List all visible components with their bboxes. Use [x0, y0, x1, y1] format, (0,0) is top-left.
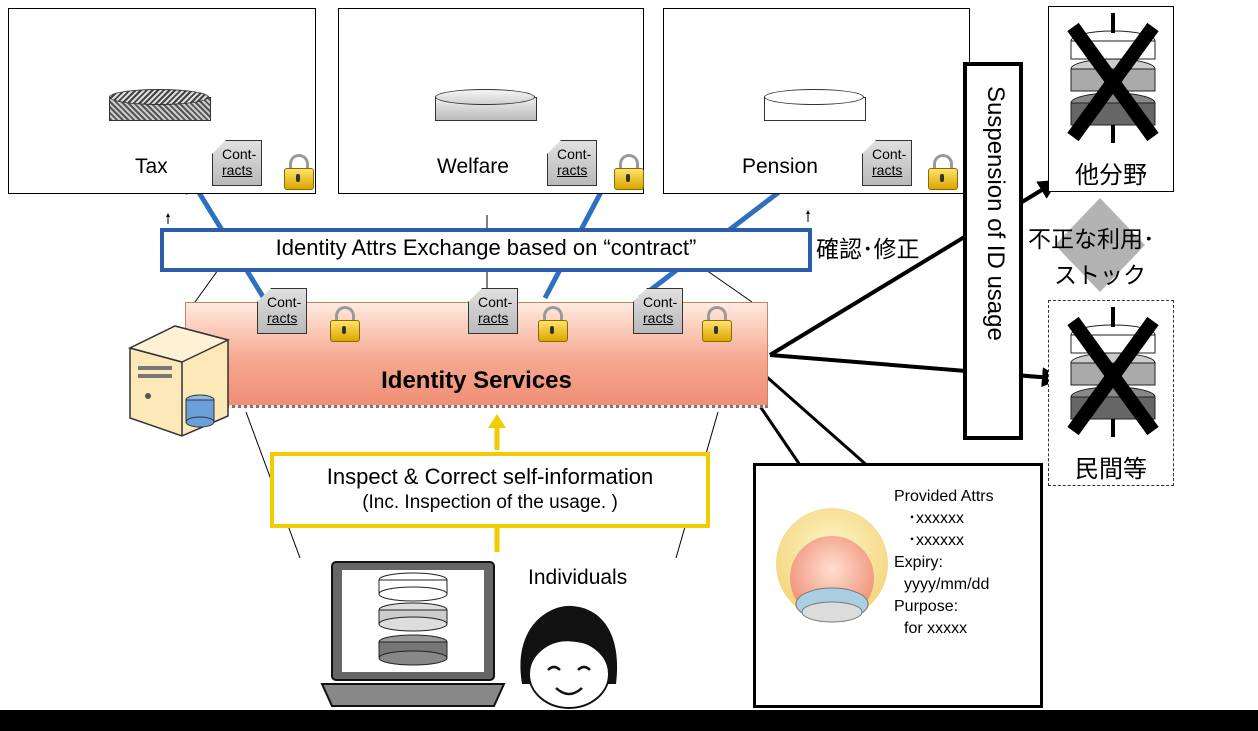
purpose-value: for xxxxx — [904, 620, 968, 637]
suspension-label: Suspension of ID usage — [982, 86, 1009, 341]
lock-icon — [284, 154, 314, 190]
inspect-line1: Inspect & Correct self-information — [326, 464, 654, 489]
cross-icon — [1067, 316, 1159, 436]
expiry-value: yyyy/mm/dd — [904, 576, 990, 593]
misuse-label-line2: ストック — [1054, 262, 1146, 288]
lock-icon — [330, 306, 360, 342]
footer-bar — [0, 710, 1258, 731]
contract-icon: Cont-racts — [468, 288, 526, 336]
laptop-icon — [320, 561, 506, 707]
callout-text: Provided Attrs ･xxxxxx ･xxxxxx Expiry: y… — [894, 486, 994, 640]
other-field-label: 他分野 — [1075, 162, 1147, 189]
agency-box-tax: Tax — [8, 8, 316, 194]
database-icon — [109, 89, 211, 125]
purpose-label: Purpose: — [894, 598, 959, 615]
expiry-label: Expiry: — [894, 554, 943, 571]
lock-icon — [702, 306, 732, 342]
lock-icon — [928, 154, 958, 190]
suspension-box: Suspension of ID usage — [963, 62, 1023, 440]
identity-services-label: Identity Services — [381, 367, 572, 394]
agency-box-pension: Pension — [663, 8, 970, 194]
other-field-box: 他分野 — [1048, 6, 1174, 192]
contract-icon: Cont-racts — [257, 288, 315, 336]
confirm-fix-label: 確認･修正 — [816, 236, 920, 262]
lock-icon — [614, 154, 644, 190]
server-icon — [127, 325, 231, 437]
person-icon — [520, 605, 618, 709]
database-icon — [435, 89, 537, 125]
cross-icon — [1067, 22, 1159, 142]
attribute-sphere-icon — [776, 508, 888, 623]
contract-detail-callout: Provided Attrs ･xxxxxx ･xxxxxx Expiry: y… — [753, 463, 1043, 708]
database-icon — [764, 89, 866, 125]
contract-icon: Cont-racts — [862, 140, 920, 188]
individuals-label: Individuals — [528, 566, 628, 589]
contract-icon: Cont-racts — [547, 140, 605, 188]
misuse-label-line1: 不正な利用･ — [1028, 226, 1155, 252]
misuse-diamond — [1055, 198, 1145, 292]
agency-label-welfare: Welfare — [437, 155, 509, 178]
contract-icon: Cont-racts — [212, 140, 270, 188]
provided-attrs-label: Provided Attrs — [894, 488, 994, 505]
lock-icon — [538, 306, 568, 342]
inspect-line2: (Inc. Inspection of the usage. ) — [362, 492, 618, 513]
private-sector-label: 民間等 — [1075, 456, 1147, 483]
private-sector-box: 民間等 — [1048, 300, 1174, 486]
attr-item: ･xxxxxx — [908, 510, 965, 527]
inspect-correct-box: Inspect & Correct self-information (Inc.… — [270, 452, 710, 528]
agency-label-pension: Pension — [742, 155, 818, 178]
agency-label-tax: Tax — [135, 155, 168, 178]
attr-item: ･xxxxxx — [908, 532, 965, 549]
exchange-banner: Identity Attrs Exchange based on “contra… — [160, 228, 812, 272]
contract-icon: Cont-racts — [633, 288, 691, 336]
